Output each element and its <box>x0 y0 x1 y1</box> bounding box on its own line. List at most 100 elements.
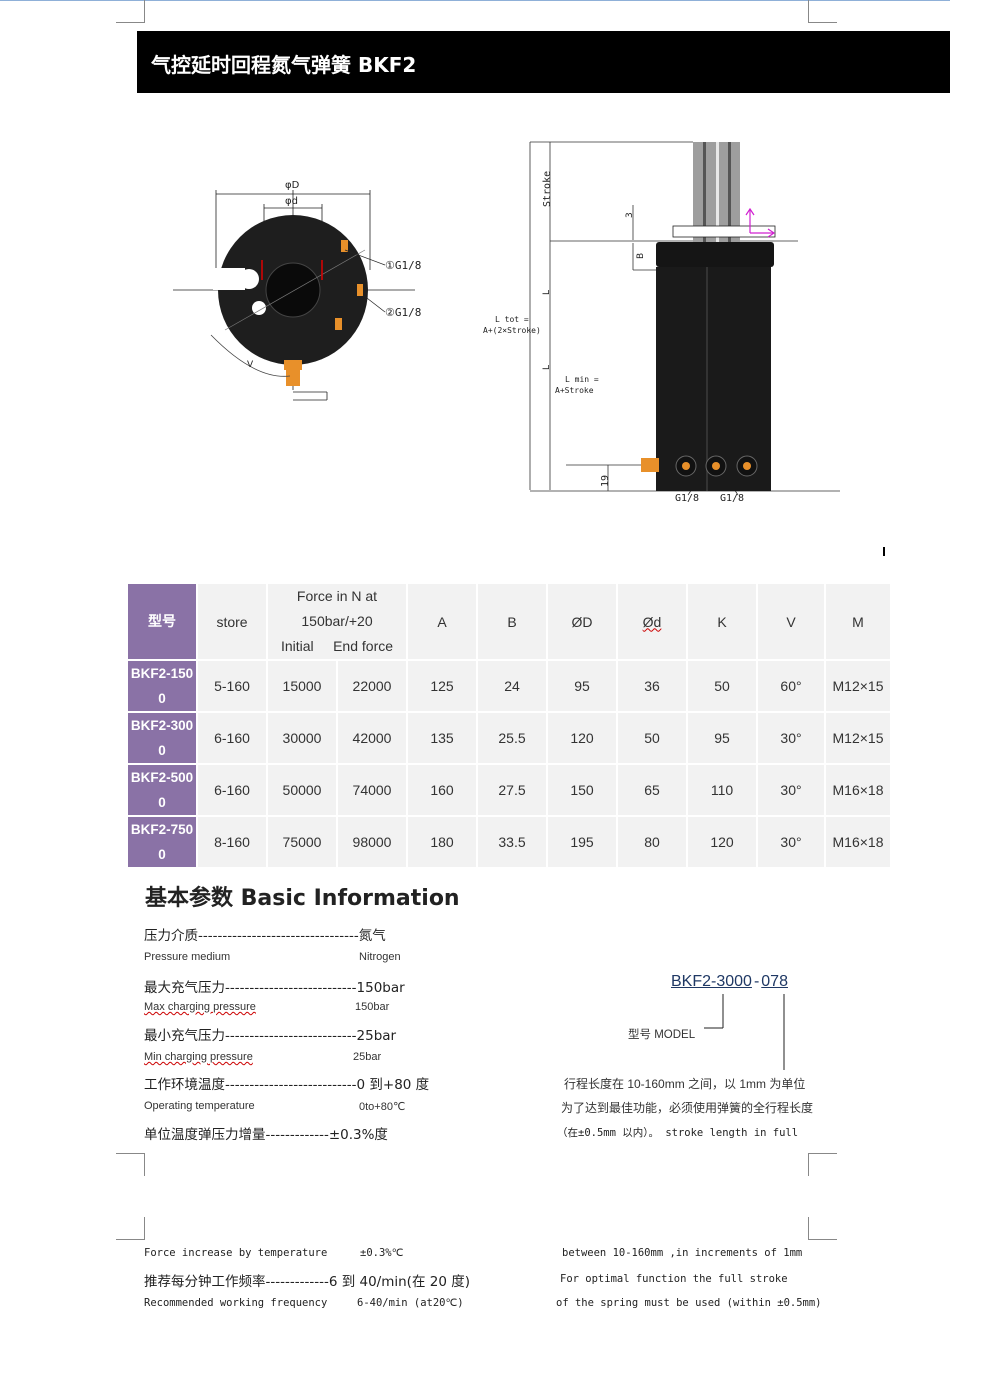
max-pressure-cn: 最大充气压力---------------------------150bar <box>144 980 405 996</box>
cell-b: 25.5 <box>478 713 546 763</box>
header-a: A <box>408 584 476 659</box>
l-min-label: L min = <box>565 375 599 384</box>
cell-m: M16×18 <box>826 817 890 867</box>
model-line1: BKF2-750 <box>130 822 194 837</box>
v-angle-label: V <box>247 360 254 370</box>
cell-m: M16×18 <box>826 765 890 815</box>
cell-store: 6-160 <box>198 765 266 815</box>
table-header-row: 型号 store Force in N at 150bar/+20 Initia… <box>128 584 890 659</box>
cell-v: 30° <box>758 765 824 815</box>
medium-en-value: Nitrogen <box>359 951 401 963</box>
model-code-stroke: 078 <box>761 973 788 990</box>
crop-mark <box>808 1153 837 1176</box>
port-a-label: G1/8 <box>675 493 699 504</box>
top-rule <box>0 0 950 1</box>
cell-b: 24 <box>478 661 546 711</box>
cell-dD: 120 <box>548 713 616 763</box>
port-2-label: ②G1/8 <box>385 306 421 319</box>
model-label: 型号 MODEL <box>628 1029 696 1041</box>
cell-end: 98000 <box>338 817 406 867</box>
cell-model: BKF2-150 0 <box>128 661 196 711</box>
spec-table: 型号 store Force in N at 150bar/+20 Initia… <box>126 582 892 869</box>
cell-v: 30° <box>758 817 824 867</box>
cell-dd: 80 <box>618 817 686 867</box>
port-b-label: G1/8 <box>720 493 744 504</box>
dim-19-label: 19 <box>600 475 611 487</box>
model-line1: BKF2-150 <box>130 666 194 681</box>
crop-mark <box>116 1153 145 1176</box>
cell-end: 22000 <box>338 661 406 711</box>
cell-a: 180 <box>408 817 476 867</box>
cell-a: 135 <box>408 713 476 763</box>
cell-initial: 50000 <box>268 765 336 815</box>
crop-mark <box>116 0 145 23</box>
min-pressure-en: Min charging pressure <box>144 1051 253 1063</box>
crop-mark <box>116 1217 145 1240</box>
header-v: V <box>758 584 824 659</box>
desc-en-line3: of the spring must be used (within ±0.5m… <box>556 1297 822 1309</box>
cell-m: M12×15 <box>826 713 890 763</box>
end-force-label: End force <box>333 638 394 654</box>
cell-initial: 75000 <box>268 817 336 867</box>
model-code: BKF2-3000-078 <box>671 973 788 991</box>
l-tot-formula: A+(2×Stroke) <box>483 326 541 335</box>
model-code-separator: - <box>753 973 760 990</box>
cell-model: BKF2-500 0 <box>128 765 196 815</box>
desc-cn-line2: 为了达到最佳功能，必须使用弹簧的全行程长度 <box>561 1101 814 1115</box>
dim-3-label: 3 <box>625 212 635 218</box>
model-code-series: BKF2-3000 <box>671 973 752 990</box>
temperature-cn: 工作环境温度---------------------------0 到+80 … <box>144 1077 430 1093</box>
title-bar: 气控延时回程氮气弹簧 BKF2 <box>137 31 950 93</box>
cell-end: 42000 <box>338 713 406 763</box>
phi-d-label: φd <box>285 196 298 207</box>
cell-dD: 95 <box>548 661 616 711</box>
cell-a: 160 <box>408 765 476 815</box>
min-pressure-cn: 最小充气压力---------------------------25bar <box>144 1028 397 1044</box>
model-line2: 0 <box>158 743 166 758</box>
l-label-lower: L <box>542 365 552 370</box>
dim-b-label: B <box>636 253 646 259</box>
model-code-leaders <box>704 994 785 1070</box>
page-title: 气控延时回程氮气弹簧 BKF2 <box>151 53 417 77</box>
cell-store: 5-160 <box>198 661 266 711</box>
desc-cn-line1: 行程长度在 10-160mm 之间，以 1mm 为单位 <box>564 1077 806 1091</box>
max-pressure-en-value: 150bar <box>355 1001 390 1013</box>
medium-cn: 压力介质---------------------------------氮气 <box>144 928 386 944</box>
stroke-label: Stroke <box>542 171 553 207</box>
frequency-en: Recommended working frequency <box>144 1297 328 1309</box>
frequency-en-value: 6-40/min (at20℃) <box>357 1297 464 1309</box>
l-min-formula: A+Stroke <box>555 386 594 395</box>
desc-cn-line3: （在±0.5mm 以内）。 stroke length in full <box>557 1127 799 1139</box>
max-pressure-en: Max charging pressure <box>144 1001 256 1013</box>
text-cursor-mark <box>883 547 885 556</box>
header-m: M <box>826 584 890 659</box>
cell-store: 6-160 <box>198 713 266 763</box>
force-line2: 150bar/+20 <box>301 613 373 629</box>
model-line2: 0 <box>158 795 166 810</box>
desc-en-line2: For optimal function the full stroke <box>560 1273 788 1285</box>
model-line2: 0 <box>158 847 166 862</box>
cell-a: 125 <box>408 661 476 711</box>
cell-dd: 65 <box>618 765 686 815</box>
cell-m: M12×15 <box>826 661 890 711</box>
medium-en: Pressure medium <box>144 951 231 963</box>
cell-v: 60° <box>758 661 824 711</box>
cell-k: 120 <box>688 817 756 867</box>
model-line2: 0 <box>158 691 166 706</box>
increase-cn: 单位温度弹压力增量-------------±0.3%度 <box>144 1127 388 1143</box>
desc-en-line1: between 10-160mm ,in increments of 1mm <box>562 1247 803 1259</box>
cell-k: 50 <box>688 661 756 711</box>
cell-end: 74000 <box>338 765 406 815</box>
model-line1: BKF2-500 <box>130 770 194 785</box>
cell-store: 8-160 <box>198 817 266 867</box>
min-pressure-en-value: 25bar <box>353 1051 382 1063</box>
cell-b: 27.5 <box>478 765 546 815</box>
phi-D-label: φD <box>285 180 300 191</box>
header-b: B <box>478 584 546 659</box>
temperature-en-value: 0to+80℃ <box>359 1101 406 1113</box>
l-tot-text: L tot = A+(2×Stroke) <box>483 314 541 336</box>
